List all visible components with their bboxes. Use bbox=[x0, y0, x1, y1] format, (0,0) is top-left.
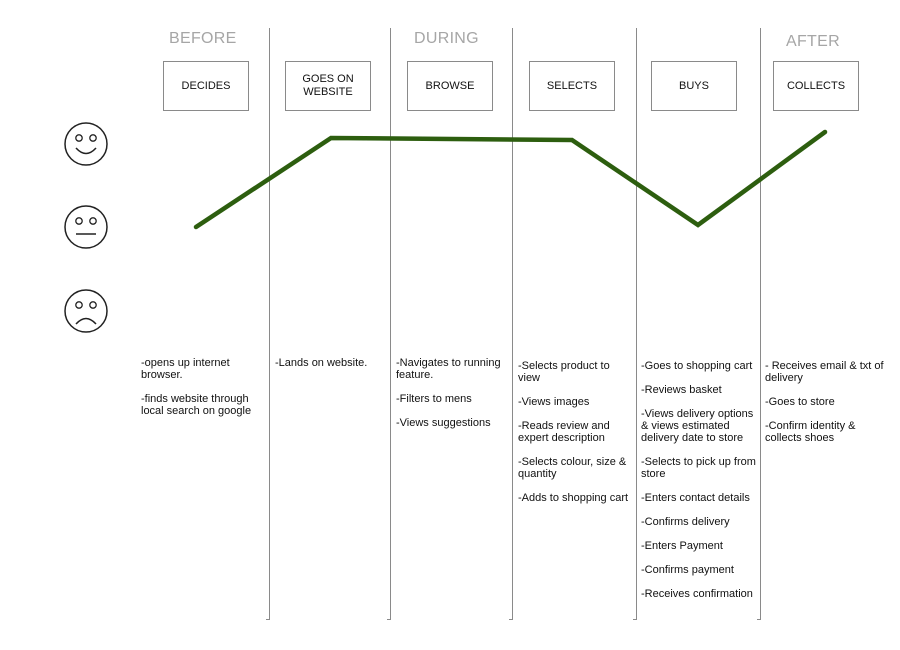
stage-buys: BUYS bbox=[651, 61, 737, 111]
note-item: -Views suggestions bbox=[396, 417, 491, 429]
sad-face-icon bbox=[64, 289, 108, 333]
note-item: -Reviews basket bbox=[641, 384, 722, 396]
notes-collects: - Receives email & txt of delivery -Goes… bbox=[765, 360, 887, 456]
neutral-face-icon bbox=[64, 205, 108, 249]
note-item: -Selects colour, size & quantity bbox=[518, 456, 627, 480]
notes-buys: -Goes to shopping cart -Reviews basket -… bbox=[641, 360, 759, 612]
note-item: -Filters to mens bbox=[396, 393, 472, 405]
note-item: -Selects product to view bbox=[518, 360, 610, 384]
note-item: -Reads review and expert description bbox=[518, 420, 610, 444]
happy-face-icon bbox=[64, 122, 108, 166]
column-divider bbox=[266, 28, 270, 620]
note-item: -Confirms payment bbox=[641, 564, 734, 576]
column-divider bbox=[387, 28, 391, 620]
stage-collects: COLLECTS bbox=[773, 61, 859, 111]
note-item: -Views delivery options & views estimate… bbox=[641, 408, 754, 444]
note-item: -Selects to pick up from store bbox=[641, 456, 756, 480]
stage-browse: BROWSE bbox=[407, 61, 493, 111]
note-item: -Enters Payment bbox=[641, 540, 723, 552]
notes-decides: -opens up internet browser. -finds websi… bbox=[141, 357, 263, 429]
column-divider bbox=[757, 28, 761, 620]
note-item: -Goes to store bbox=[765, 396, 835, 408]
emotion-curve-line bbox=[193, 129, 828, 230]
note-item: -opens up internet browser. bbox=[141, 357, 230, 381]
stage-goes-on-website: GOES ON WEBSITE bbox=[285, 61, 371, 111]
note-item: -finds website through local search on g… bbox=[141, 393, 252, 417]
notes-browse: -Navigates to running feature. -Filters … bbox=[396, 357, 508, 441]
phase-after-label: AFTER bbox=[786, 33, 840, 50]
note-item: -Receives confirmation bbox=[641, 588, 753, 600]
note-item: -Navigates to running feature. bbox=[396, 357, 501, 381]
column-divider bbox=[509, 28, 513, 620]
phase-during-label: DURING bbox=[414, 30, 479, 47]
note-item: -Lands on website. bbox=[275, 357, 368, 369]
stage-selects: SELECTS bbox=[529, 61, 615, 111]
column-divider bbox=[633, 28, 637, 620]
note-item: -Confirms delivery bbox=[641, 516, 730, 528]
notes-goes-on-website: -Lands on website. bbox=[275, 357, 387, 381]
note-item: -Enters contact details bbox=[641, 492, 750, 504]
phase-before-label: BEFORE bbox=[169, 30, 237, 47]
note-item: -Confirm identity & collects shoes bbox=[765, 420, 856, 444]
note-item: -Adds to shopping cart bbox=[518, 492, 629, 504]
note-item: - Receives email & txt of delivery bbox=[765, 360, 884, 384]
stage-decides: DECIDES bbox=[163, 61, 249, 111]
note-item: -Goes to shopping cart bbox=[641, 360, 753, 372]
note-item: -Views images bbox=[518, 396, 590, 408]
notes-selects: -Selects product to view -Views images -… bbox=[518, 360, 634, 516]
